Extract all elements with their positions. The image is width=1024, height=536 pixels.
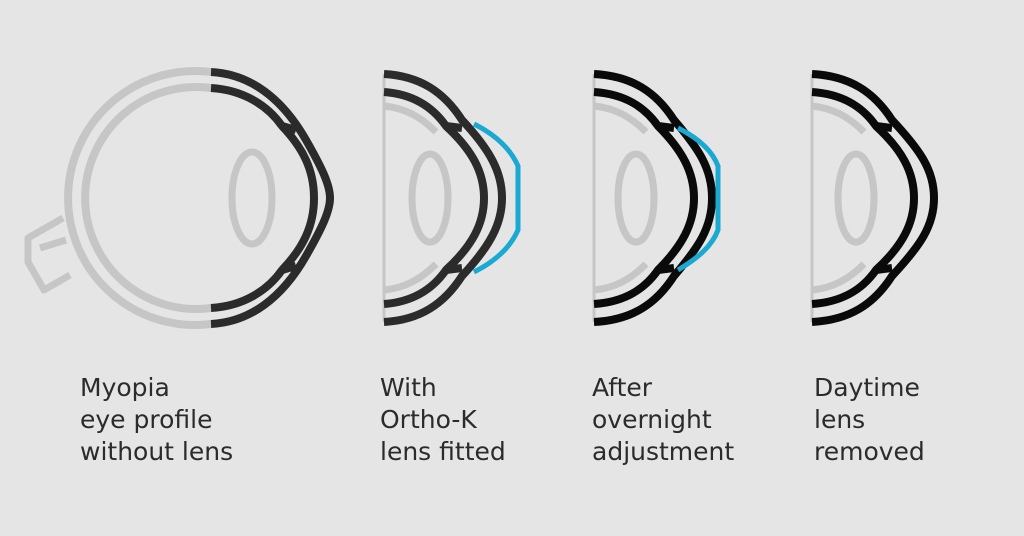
crystalline-lens [228, 148, 276, 248]
caption-line: After [592, 373, 653, 402]
optic-nerve [24, 214, 72, 294]
caption-stage-2: With Ortho-K lens fitted [380, 372, 506, 468]
caption-line: removed [814, 437, 925, 466]
crystalline-lens [408, 150, 452, 246]
eye-with-orthok-lens [382, 70, 521, 326]
sclera-cornea-inner [383, 88, 489, 308]
caption-line: without lens [80, 437, 234, 466]
caption-line: Ortho-K [380, 405, 477, 434]
eye-globe-inner [81, 83, 212, 313]
caption-stage-3: After overnight adjustment [592, 372, 734, 468]
caption-line: lens fitted [380, 437, 506, 466]
eye-after-overnight-adjustment [592, 70, 721, 326]
sclera-cornea-outer [210, 68, 335, 328]
sclera-cornea-outer [593, 70, 717, 326]
caption-line: With [380, 373, 437, 402]
caption-stage-4: Daytime lens removed [814, 372, 925, 468]
caption-line: Daytime [814, 373, 920, 402]
sclera-cornea-inner [210, 84, 319, 312]
eye-full-myopia [24, 67, 335, 329]
caption-stage-1: Myopia eye profile without lens [80, 372, 233, 468]
caption-line: overnight [592, 405, 712, 434]
sclera-cornea-inner [593, 88, 699, 308]
caption-line: Myopia [80, 373, 170, 402]
eye-globe-outer [64, 67, 212, 329]
eye-daytime-lens-removed [810, 70, 939, 326]
caption-line: lens [814, 405, 866, 434]
orthok-lens [472, 121, 521, 275]
sclera-cornea-outer [383, 70, 507, 326]
caption-line: adjustment [592, 437, 735, 466]
sclera-cornea-outer [811, 70, 939, 326]
crystalline-lens [834, 150, 878, 246]
orthok-lens [676, 125, 721, 273]
sclera-cornea-inner [811, 88, 919, 308]
caption-line: eye profile [80, 405, 213, 434]
crystalline-lens [614, 150, 658, 246]
